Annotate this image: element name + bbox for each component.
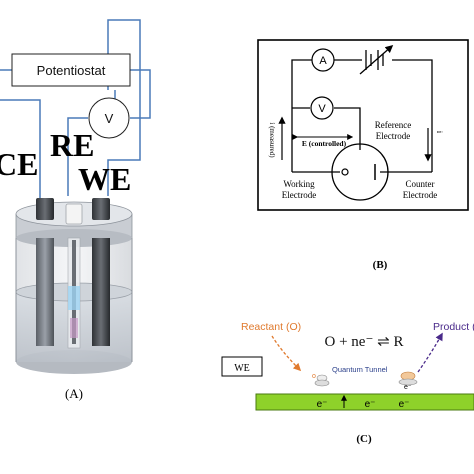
ce-electrode [36, 198, 54, 346]
re-electrode [65, 203, 83, 349]
reference-electrode-line1: Reference [375, 120, 411, 130]
cell-circle-b [331, 143, 389, 201]
reaction-equation: O + ne⁻ ⇌ R [325, 334, 404, 350]
re-label: RE [50, 127, 94, 163]
electron-label-3: e⁻ [399, 399, 410, 410]
ammeter-label: A [319, 55, 327, 67]
electron-label: e⁻ [404, 384, 412, 391]
panel-a: Potentiostat V CE RE WE [0, 19, 151, 401]
caption-c: (C) [356, 433, 372, 445]
counter-electrode-line2: Electrode [403, 190, 437, 200]
ce-label: CE [0, 146, 38, 182]
panel-b-frame [257, 39, 469, 211]
i-label: i [435, 131, 444, 134]
product-arrow [417, 332, 443, 373]
caption-b: (B) [373, 259, 388, 271]
product-label: Product ( [433, 321, 474, 333]
potentiostat-box [11, 53, 131, 87]
voltmeter-a [88, 97, 130, 139]
reactant-arrow [271, 335, 302, 372]
caption-a: (A) [65, 386, 83, 401]
product-molecule-icon: e⁻ [398, 371, 418, 391]
voltmeter-a-label: V [105, 111, 114, 126]
electrochemical-cell [15, 198, 133, 374]
we-label-a: WE [78, 161, 131, 197]
working-electrode-line2: Electrode [282, 190, 316, 200]
voltmeter-b [310, 96, 334, 120]
we-label-c: WE [234, 363, 250, 374]
variable-voltage-source-icon [359, 44, 394, 75]
we-electrode [92, 198, 110, 346]
panel-b: A V E (controlled) i (measured) i Refere… [257, 39, 469, 271]
e-controlled-label: E (controlled) [302, 139, 347, 148]
quantum-tunnel-label: Quantum Tunnel [332, 365, 388, 374]
working-electrode-bar [255, 393, 474, 411]
electron-label-2: e⁻ [365, 399, 376, 410]
working-electrode-line1: Working [283, 179, 315, 189]
ammeter [311, 48, 335, 72]
reactant-molecule-icon: o [312, 373, 330, 387]
potentiostat-label: Potentiostat [37, 63, 106, 78]
voltmeter-b-label: V [318, 103, 326, 115]
electron-label-1: e⁻ [317, 399, 328, 410]
reactant-label: Reactant (O) [241, 321, 301, 333]
reference-electrode-line2: Electrode [376, 131, 410, 141]
panel-c: Reactant (O) Product ( O + ne⁻ ⇌ R WE Qu… [221, 321, 474, 445]
o-label: o [312, 373, 316, 380]
i-measured-label: i (measured) [268, 122, 276, 158]
we-box [221, 356, 263, 377]
wires-a [0, 19, 151, 200]
working-electrode-symbol [341, 168, 349, 176]
counter-electrode-line1: Counter [406, 179, 435, 189]
